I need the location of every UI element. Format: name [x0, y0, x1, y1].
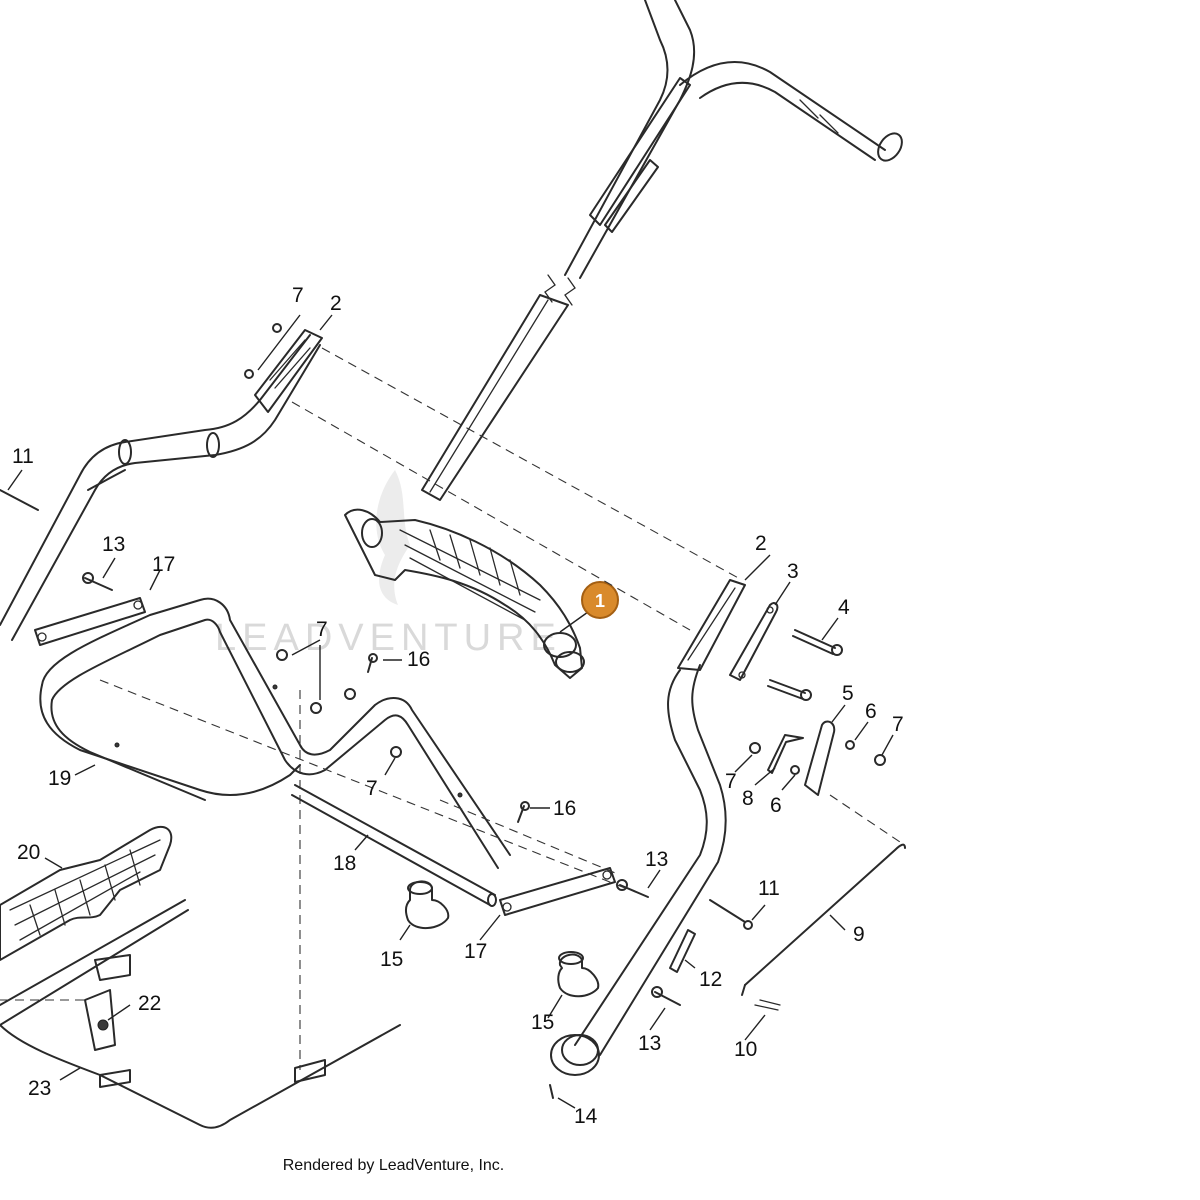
callout-15[interactable]: 15: [380, 948, 403, 971]
callout-5[interactable]: 5: [842, 682, 854, 705]
callout-22[interactable]: 22: [138, 992, 161, 1015]
callout-9[interactable]: 9: [853, 923, 865, 946]
callout-17[interactable]: 17: [152, 553, 175, 576]
callout-11[interactable]: 11: [12, 445, 34, 468]
watermark-text: LEADVENTURE: [215, 617, 562, 659]
callout-16[interactable]: 16: [407, 648, 430, 671]
watermark-flame-icon: [376, 470, 410, 605]
callout-7[interactable]: 7: [725, 770, 737, 793]
callout-20[interactable]: 20: [17, 841, 40, 864]
callout-18[interactable]: 18: [333, 852, 356, 875]
part-1-badge-circle: [581, 581, 619, 619]
alignment-lines: [0, 347, 901, 1070]
upper-handle-left-tube: [564, 0, 669, 276]
callout-7[interactable]: 7: [892, 713, 904, 736]
callout-14[interactable]: 14: [574, 1105, 598, 1128]
callout-17[interactable]: 17: [464, 940, 487, 963]
part-15-knobs: [404, 880, 600, 998]
part-22-clip: [84, 954, 131, 1051]
right-tube-end-cap: [550, 1034, 600, 1076]
right-cable-clip: [677, 579, 746, 671]
control-cable-housing: [589, 77, 691, 226]
part-5-plate: [804, 720, 836, 796]
callout-12[interactable]: 12: [699, 968, 722, 991]
callout-8[interactable]: 8: [742, 787, 754, 810]
callout-16[interactable]: 16: [553, 797, 576, 820]
callout-labels: 7 2 11 13 17 7 16 19 7 16 18 20 15 17 13…: [12, 284, 904, 1128]
left-handle-tube: [0, 329, 323, 641]
callout-7[interactable]: 7: [316, 618, 328, 641]
part-19-lower-frame: [39, 597, 511, 869]
part-1-leader: [559, 611, 589, 633]
callout-13[interactable]: 13: [645, 848, 668, 871]
part-3-bracket: [729, 602, 779, 681]
callout-13[interactable]: 13: [638, 1032, 661, 1055]
upper-handle-lower-segment: [421, 294, 569, 501]
callout-10[interactable]: 10: [734, 1038, 757, 1061]
footer-credit: Rendered by LeadVenture, Inc.: [282, 1157, 505, 1174]
callout-6[interactable]: 6: [865, 700, 877, 723]
left-link: [34, 597, 146, 646]
bail-body: [344, 508, 583, 679]
upper-handle: [421, 0, 903, 501]
callout-15[interactable]: 15: [531, 1011, 554, 1034]
right-link: [499, 867, 616, 916]
callout-4[interactable]: 4: [838, 596, 850, 619]
callout-3[interactable]: 3: [787, 560, 799, 583]
callout-11[interactable]: 11: [758, 877, 780, 900]
callout-23[interactable]: 23: [28, 1077, 51, 1100]
part-23-support-rod: [0, 899, 401, 1129]
callout-19[interactable]: 19: [48, 767, 71, 790]
callout-2[interactable]: 2: [755, 532, 767, 555]
part-1-highlight-badge[interactable]: 1: [559, 581, 619, 633]
callout-7[interactable]: 7: [366, 777, 378, 800]
leader-lines: [7, 314, 894, 1109]
part-17-links: [34, 597, 616, 916]
callout-2[interactable]: 2: [330, 292, 342, 315]
part-20-grip: [0, 825, 173, 961]
callout-7[interactable]: 7: [292, 284, 304, 307]
watermark: LEADVENTURE: [215, 470, 562, 659]
right-handle-tube: [550, 579, 746, 1076]
left-cable-clip: [254, 329, 323, 413]
hardware: [0, 323, 906, 1099]
callout-13[interactable]: 13: [102, 533, 125, 556]
part-1-handle-bail[interactable]: [344, 508, 585, 679]
upper-handle-right-grip: [679, 61, 886, 151]
part-1-badge-number: 1: [595, 591, 605, 611]
callout-6[interactable]: 6: [770, 794, 782, 817]
part-18-rod: [291, 784, 497, 907]
